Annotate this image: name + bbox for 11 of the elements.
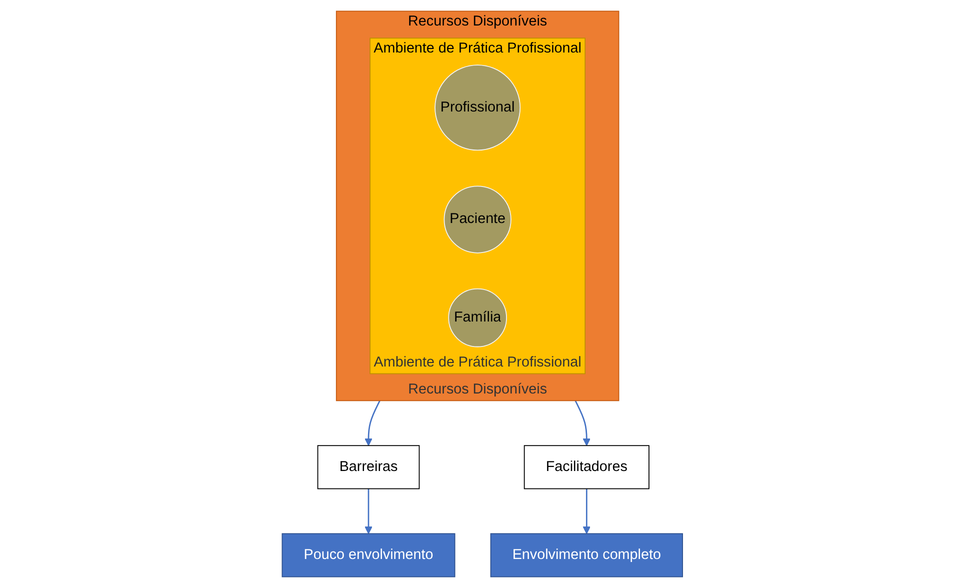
node-circle: Família: [448, 288, 507, 347]
arrow: [364, 400, 380, 446]
arrow: [364, 488, 372, 534]
node-box: Barreiras: [316, 444, 420, 489]
node-circle: Paciente: [443, 185, 512, 253]
node-box: Facilitadores: [524, 444, 650, 489]
node-circle: Profissional: [434, 64, 520, 150]
node-box: Pouco envolvimento: [281, 532, 455, 577]
arrow: [574, 400, 590, 446]
arrow: [582, 488, 590, 534]
node-box: Envolvimento completo: [490, 532, 683, 577]
